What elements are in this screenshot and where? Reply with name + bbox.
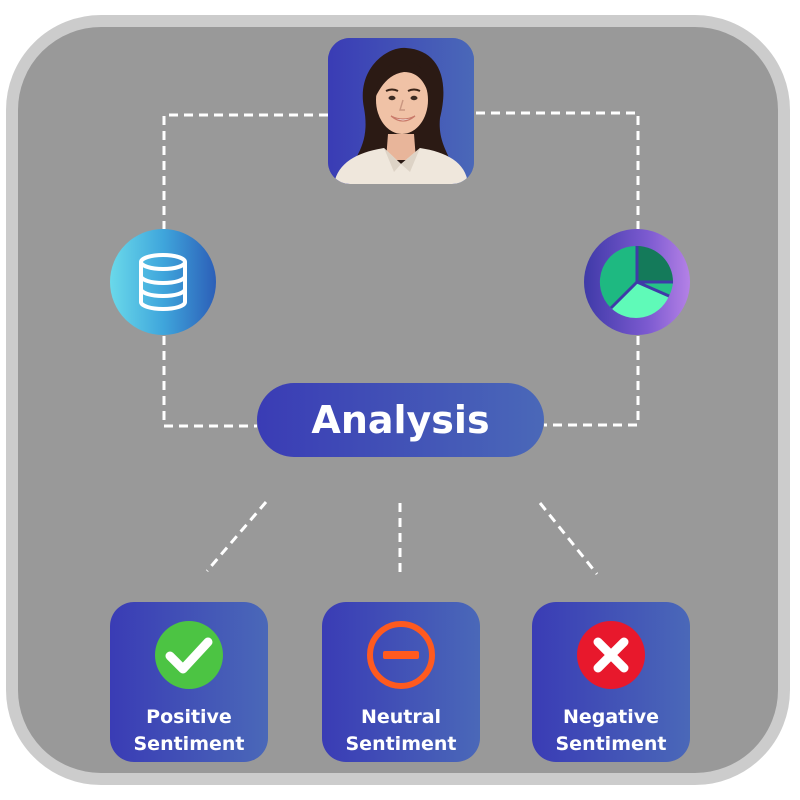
- connector-top-left: [162, 113, 328, 229]
- positive-label: Positive Sentiment: [110, 704, 268, 758]
- neutral-label: Neutral Sentiment: [322, 704, 480, 758]
- minus-circle-icon: [367, 621, 435, 689]
- person-avatar: [328, 38, 474, 184]
- neutral-sentiment-card: Neutral Sentiment: [322, 602, 480, 762]
- connector-right-bottom: [544, 336, 640, 427]
- connector-top-right: [476, 111, 640, 229]
- negative-label-line1: Negative: [562, 706, 660, 728]
- neutral-label-line2: Sentiment: [345, 733, 457, 755]
- connector-to-positive: [205, 501, 268, 572]
- database-node: [110, 229, 216, 335]
- chart-node: [584, 229, 690, 335]
- positive-label-line2: Sentiment: [133, 733, 245, 755]
- check-icon: [155, 621, 223, 689]
- cross-icon: [577, 621, 645, 689]
- negative-sentiment-card: Negative Sentiment: [532, 602, 690, 762]
- negative-label: Negative Sentiment: [532, 704, 690, 758]
- positive-label-line1: Positive: [146, 706, 232, 728]
- analysis-label: Analysis: [311, 398, 490, 442]
- negative-label-line2: Sentiment: [555, 733, 667, 755]
- connector-left-bottom: [162, 336, 257, 428]
- person-photo-icon: [328, 38, 474, 184]
- pie-chart-icon: [599, 245, 673, 318]
- database-icon: [139, 253, 187, 312]
- analysis-node: Analysis: [257, 383, 544, 457]
- connector-to-negative: [538, 502, 599, 575]
- neutral-label-line1: Neutral: [360, 706, 442, 728]
- positive-sentiment-card: Positive Sentiment: [110, 602, 268, 762]
